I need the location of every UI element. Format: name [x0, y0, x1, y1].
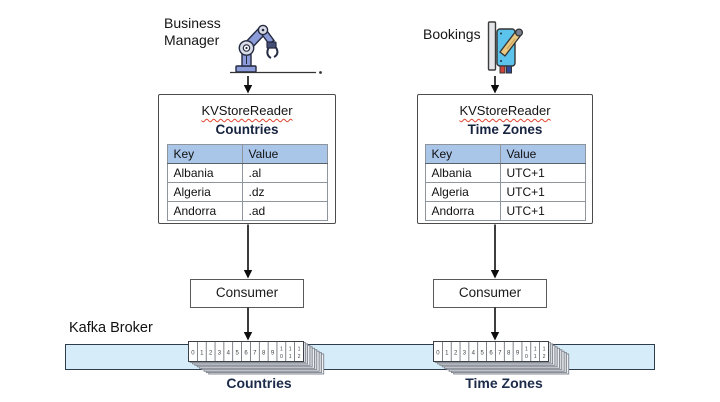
value-cell: UTC+1 [499, 201, 586, 221]
table-row: Albania UTC+1 [424, 163, 586, 183]
svg-text:5: 5 [235, 350, 239, 356]
countries-table: Key Value Albania .al Algeria .dz Andorr… [166, 144, 328, 221]
svg-text:1: 1 [445, 350, 449, 356]
svg-text:10: 10 [525, 346, 528, 359]
table-header-row: Key Value [424, 144, 586, 164]
bookings-terminal-icon [487, 21, 524, 74]
consumer-box-countries: Consumer [190, 279, 304, 308]
svg-text:9: 9 [271, 350, 275, 356]
consumer-box-time-zones: Consumer [433, 279, 547, 308]
business-manager-label: Business Manager [164, 15, 221, 49]
svg-text:12: 12 [298, 346, 301, 359]
svg-text:3: 3 [463, 350, 467, 356]
svg-text:7: 7 [253, 350, 257, 356]
table-row: Andorra .ad [166, 201, 328, 221]
svg-text:10: 10 [280, 346, 283, 359]
table-row: Algeria .dz [166, 182, 328, 202]
svg-text:8: 8 [262, 350, 266, 356]
business-manager-line2: Manager [164, 32, 220, 48]
svg-text:0: 0 [191, 350, 195, 356]
value-cell: UTC+1 [499, 163, 586, 183]
kvstore-title-countries: KVStoreReader [201, 103, 293, 118]
svg-text:2: 2 [209, 350, 213, 356]
svg-text:0: 0 [436, 350, 440, 356]
partition-label-time-zones: Time Zones [465, 375, 543, 391]
kafka-broker-label: Kafka Broker [69, 320, 153, 336]
svg-text:3: 3 [218, 350, 222, 356]
kvstore-box-countries: KVStoreReader Countries Key Value Albani… [158, 94, 336, 224]
value-header: Value [241, 144, 328, 164]
svg-text:11: 11 [289, 346, 292, 359]
svg-text:12: 12 [543, 346, 546, 359]
business-manager-line1: Business [164, 15, 221, 31]
svg-text:9: 9 [516, 350, 520, 356]
value-header: Value [499, 144, 586, 164]
svg-text:7: 7 [498, 350, 502, 356]
svg-text:6: 6 [489, 350, 493, 356]
key-cell: Algeria [424, 182, 501, 202]
key-header: Key [166, 144, 243, 164]
svg-text:1: 1 [200, 350, 204, 356]
value-cell: .ad [241, 201, 328, 221]
svg-text:11: 11 [534, 346, 537, 359]
partition-label-countries: Countries [226, 375, 292, 391]
robot-arm-icon [235, 24, 279, 73]
key-cell: Andorra [424, 201, 501, 221]
svg-text:8: 8 [507, 350, 511, 356]
table-row: Andorra UTC+1 [424, 201, 586, 221]
value-cell: UTC+1 [499, 182, 586, 202]
kvstore-subtitle-countries: Countries [215, 122, 279, 137]
key-cell: Andorra [166, 201, 243, 221]
value-cell: .al [241, 163, 328, 183]
svg-text:4: 4 [227, 350, 231, 356]
svg-text:6: 6 [244, 350, 248, 356]
time-zones-table: Key Value Albania UTC+1 Algeria UTC+1 An… [424, 144, 586, 221]
key-cell: Albania [424, 163, 501, 183]
key-cell: Algeria [166, 182, 243, 202]
kvstore-box-time-zones: KVStoreReader Time Zones Key Value Alban… [417, 94, 593, 224]
svg-text:2: 2 [454, 350, 458, 356]
bookings-label: Bookings [423, 26, 481, 42]
table-header-row: Key Value [166, 144, 328, 164]
kvstore-subtitle-time-zones: Time Zones [467, 122, 543, 137]
table-row: Algeria UTC+1 [424, 182, 586, 202]
svg-text:4: 4 [472, 350, 476, 356]
key-header: Key [424, 144, 501, 164]
svg-text:5: 5 [480, 350, 484, 356]
value-cell: .dz [241, 182, 328, 202]
key-cell: Albania [166, 163, 243, 183]
kvstore-title-time-zones: KVStoreReader [459, 103, 551, 118]
table-row: Albania .al [166, 163, 328, 183]
